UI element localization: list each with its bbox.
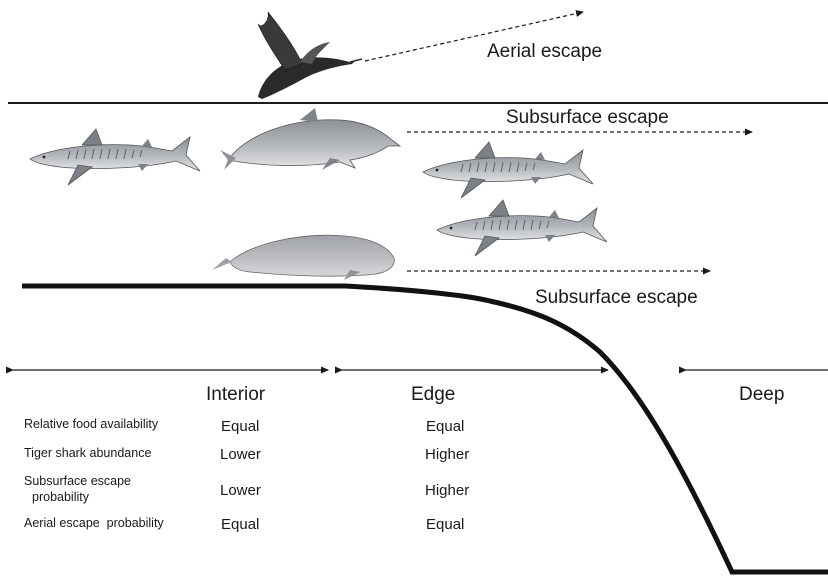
row-label-aerial-escape: Aerial escape probability: [24, 516, 164, 530]
edge-food-value: Equal: [426, 418, 465, 435]
cormorant-illustration: [257, 11, 363, 99]
zone-interior-label: Interior: [206, 384, 266, 405]
tiger-shark-illustration: [29, 128, 201, 186]
edge-shark-abundance-value: Higher: [425, 446, 470, 463]
row-label-food: Relative food availability: [24, 417, 159, 431]
interior-aerial-escape-value: Equal: [221, 516, 260, 533]
tiger-shark-illustration: [422, 141, 594, 199]
aerial-escape-arrow: [364, 10, 584, 62]
row-label-subsurface-escape-line2: probability: [32, 490, 89, 504]
row-label-subsurface-escape-line1: Subsurface escape: [24, 474, 132, 488]
zone-deep-label: Deep: [739, 384, 785, 405]
interior-food-value: Equal: [221, 418, 260, 435]
zone-edge-label: Edge: [411, 384, 456, 405]
row-label-shark-abundance: Tiger shark abundance: [24, 446, 152, 460]
subsurface-escape-label-bottom: Subsurface escape: [535, 287, 698, 308]
dolphin-illustration: [220, 108, 402, 170]
interior-shark-abundance-value: Lower: [220, 446, 261, 463]
subsurface-escape-label-top: Subsurface escape: [506, 107, 669, 128]
edge-aerial-escape-value: Equal: [426, 516, 465, 533]
edge-subsurface-escape-value: Higher: [425, 482, 470, 499]
tiger-shark-illustration: [436, 199, 608, 257]
aerial-escape-label: Aerial escape: [487, 41, 603, 62]
seabed-profile: [22, 283, 828, 575]
interior-subsurface-escape-value: Lower: [220, 482, 261, 499]
dugong-illustration: [212, 234, 395, 280]
